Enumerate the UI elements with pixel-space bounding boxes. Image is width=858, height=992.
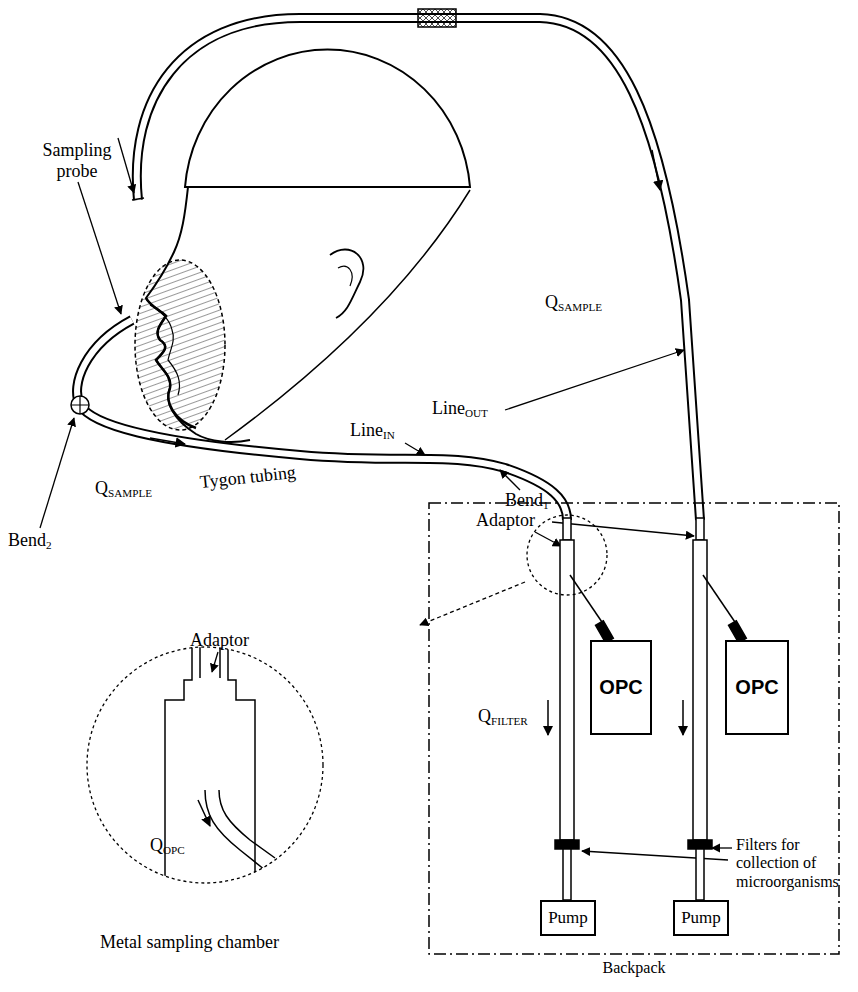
mask xyxy=(135,260,225,430)
part-label: Filters for collection of microorganisms xyxy=(736,836,854,891)
part-label: Adaptor xyxy=(476,510,535,531)
part-label: Metal sampling chamber xyxy=(100,932,279,953)
opc-box: OPC xyxy=(725,640,789,735)
box-label: Pump xyxy=(548,908,588,928)
flow-label: QSAMPLE xyxy=(545,292,602,314)
line-label: LineIN xyxy=(350,420,395,442)
bend-label: Bend1 xyxy=(505,490,549,512)
box-label: OPC xyxy=(735,676,778,699)
part-label: Adaptor xyxy=(190,630,249,651)
box-label: OPC xyxy=(599,676,642,699)
flow-label: QFILTER xyxy=(478,706,528,728)
line-label: LineOUT xyxy=(432,398,488,420)
pump-box: Pump xyxy=(540,900,596,936)
tube-line-in xyxy=(71,320,567,520)
bend-label: Bend2 xyxy=(8,530,52,552)
chamber-detail xyxy=(165,645,275,900)
region-label: Backpack xyxy=(428,959,840,977)
box-label: Pump xyxy=(681,908,721,928)
part-label: Sampling probe xyxy=(22,140,132,181)
leader-arrows xyxy=(40,138,732,860)
flow-label: QSAMPLE xyxy=(95,478,152,500)
pump-box: Pump xyxy=(673,900,729,936)
part-label: Tygon tubing xyxy=(199,462,297,493)
sampling-lines xyxy=(548,518,746,900)
opc-box: OPC xyxy=(590,640,652,735)
flow-label: QOPC xyxy=(150,835,185,857)
helmet xyxy=(185,50,470,440)
